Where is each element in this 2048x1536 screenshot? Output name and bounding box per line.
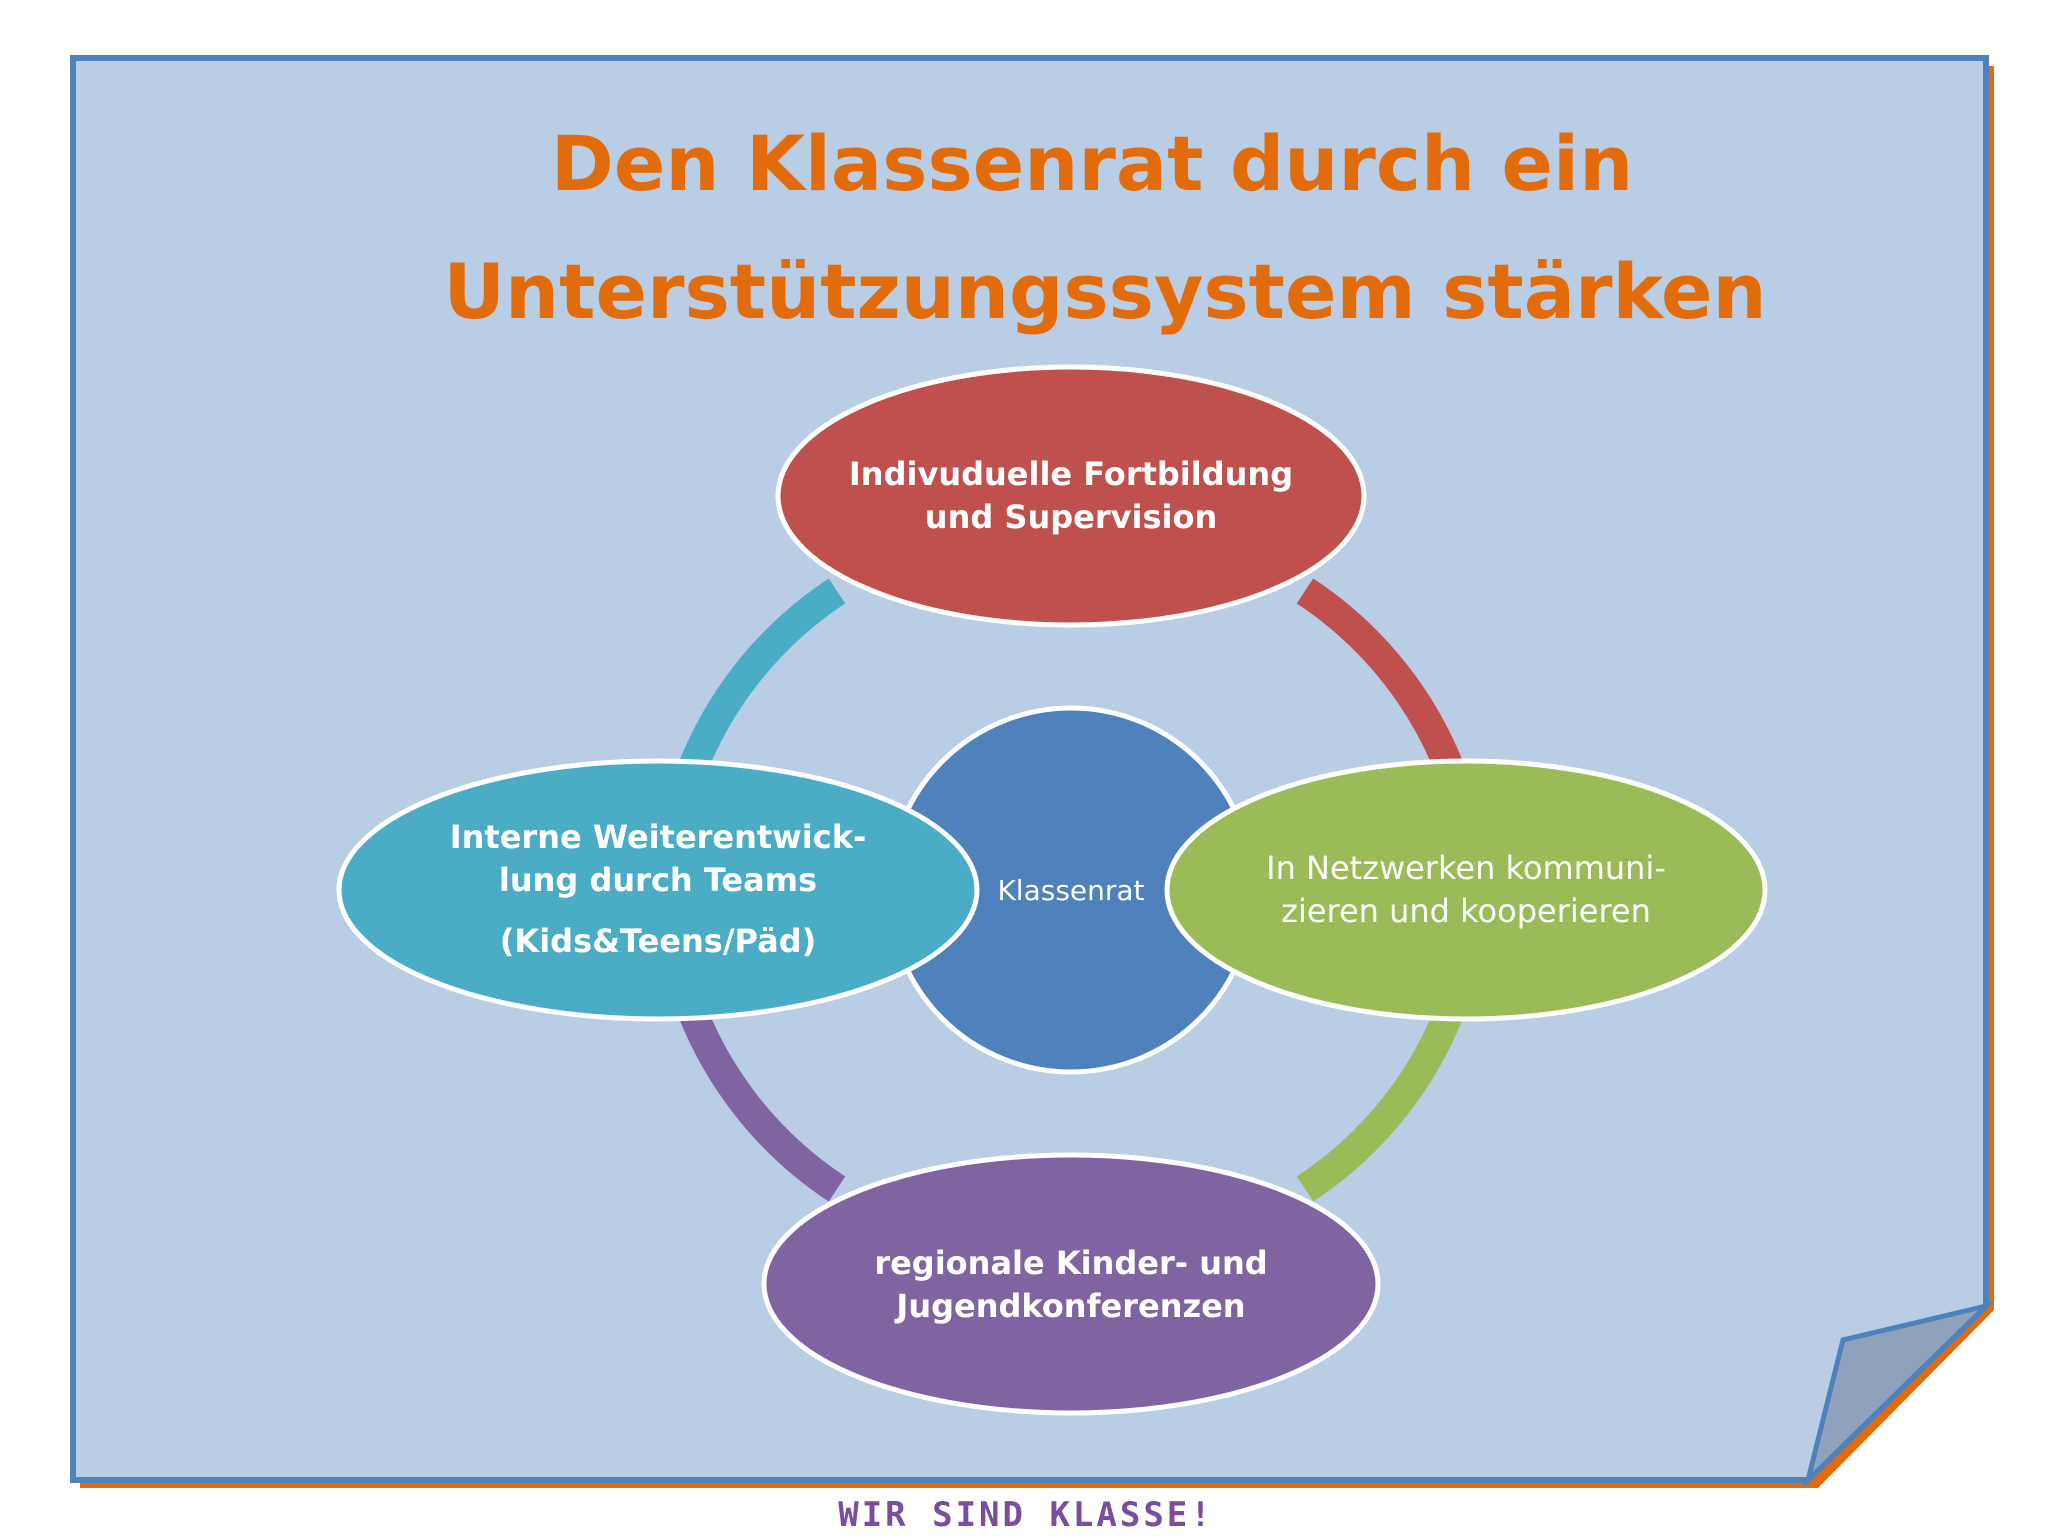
node-left: Interne Weiterentwick- lung durch Teams … [336,758,980,1022]
node-left-line-2: lung durch Teams [499,861,817,899]
node-left-line-1: Interne Weiterentwick- [450,818,867,856]
ring-arc-bottom-left [672,991,846,1202]
node-bottom-line-2: Jugendkonferenzen [894,1287,1245,1325]
node-left-ellipse [336,758,980,1022]
node-top-line-2: und Supervision [925,498,1217,536]
ring-arc-left-top [672,578,846,789]
node-right: In Netzwerken kommuni- zieren und kooper… [1164,758,1768,1022]
node-right-line-1: In Netzwerken kommuni- [1266,849,1666,887]
center-label: Klassenrat [997,874,1144,907]
node-right-line-2: zieren und kooperieren [1281,892,1651,930]
slide-title-line-2: Unterstützungssystem stärken [443,247,1766,336]
node-top: Indivuduelle Fortbildung und Supervision [775,364,1367,628]
node-left-line-3: (Kids&Teens/Päd) [500,922,816,960]
node-bottom: regionale Kinder- und Jugendkonferenzen [761,1152,1381,1416]
node-top-line-1: Indivuduelle Fortbildung [849,455,1293,493]
cycle-ring [672,578,1470,1202]
node-bottom-line-1: regionale Kinder- und [874,1244,1267,1282]
ring-arc-right-bottom [1296,991,1470,1202]
node-bottom-ellipse [761,1152,1381,1416]
page-curl-icon [1803,1301,1995,1488]
node-right-ellipse [1164,758,1768,1022]
footer-logo-text: WIR SIND KLASSE! [838,1495,1214,1535]
slide-title-line-1: Den Klassenrat durch ein [551,119,1633,208]
ring-arc-top-right [1296,578,1470,789]
node-top-ellipse [775,364,1367,628]
